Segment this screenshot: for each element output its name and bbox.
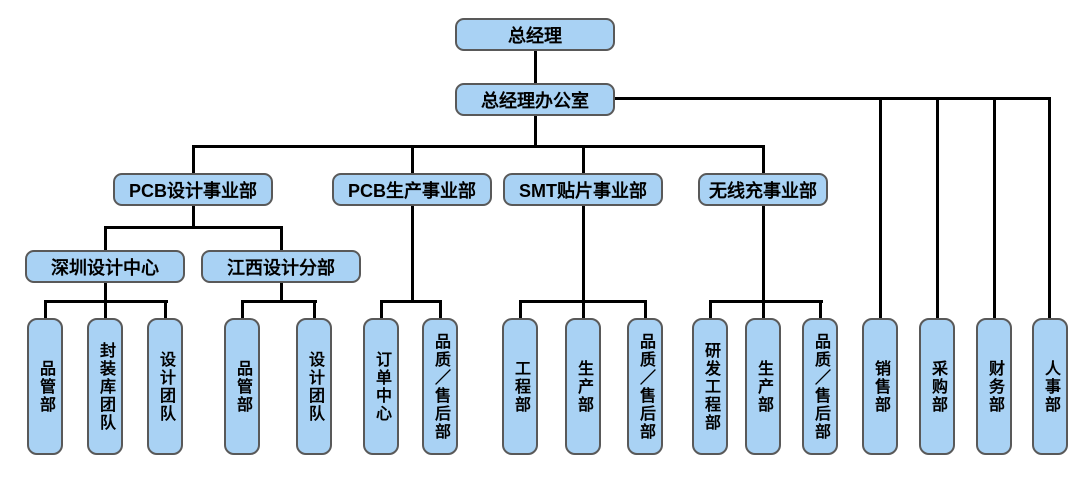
connector-line (104, 226, 283, 229)
node-label: 总经理办公室 (481, 90, 589, 111)
node-label: 销售部 (872, 359, 889, 414)
node-smt-quality-aftersales-dept: 品质／售后部 (627, 318, 663, 455)
node-pcb-production-division: PCB生产事业部 (332, 173, 492, 206)
node-label: 生产部 (575, 359, 592, 414)
connector-line (819, 300, 822, 320)
node-label: 无线充事业部 (709, 180, 817, 201)
node-finance-dept: 财务部 (976, 318, 1012, 455)
connector-line (879, 97, 882, 320)
node-jx-quality-dept: 品管部 (224, 318, 260, 455)
node-label: PCB生产事业部 (347, 180, 476, 201)
node-sz-design-team: 设计团队 (147, 318, 183, 455)
node-label: 采购部 (929, 359, 946, 414)
connector-line (192, 145, 765, 148)
node-label: 人事部 (1042, 359, 1059, 414)
node-wireless-production-dept: 生产部 (745, 318, 781, 455)
connector-line (519, 300, 647, 303)
connector-line (192, 145, 195, 173)
connector-line (709, 300, 712, 320)
connector-line (44, 300, 47, 320)
connector-line (644, 300, 647, 320)
node-smt-production-dept: 生产部 (565, 318, 601, 455)
connector-line (993, 97, 996, 320)
node-label: 设计团队 (306, 350, 323, 423)
connector-line (313, 300, 316, 320)
node-jiangxi-design-branch: 江西设计分部 (201, 250, 361, 283)
connector-line (439, 300, 442, 320)
node-order-center: 订单中心 (363, 318, 399, 455)
node-smt-division: SMT贴片事业部 (503, 173, 663, 206)
connector-line (241, 300, 317, 303)
node-purchasing-dept: 采购部 (919, 318, 955, 455)
node-label: SMT贴片事业部 (519, 180, 647, 201)
connector-line (1048, 97, 1051, 320)
connector-line (534, 116, 537, 147)
node-label: 工程部 (512, 359, 529, 414)
connector-line (380, 300, 383, 320)
node-gm-office: 总经理办公室 (455, 83, 615, 116)
connector-line (709, 300, 823, 303)
node-wireless-quality-aftersales-dept: 品质／售后部 (802, 318, 838, 455)
connector-line (582, 145, 585, 173)
node-wireless-rd-engineering-dept: 研发工程部 (692, 318, 728, 455)
node-label: 深圳设计中心 (51, 257, 159, 278)
node-pcbprod-quality-aftersales-dept: 品质／售后部 (422, 318, 458, 455)
connector-line (192, 206, 195, 228)
node-hr-dept: 人事部 (1032, 318, 1068, 455)
connector-line (762, 145, 765, 173)
connector-line (519, 300, 522, 320)
node-smt-engineering-dept: 工程部 (502, 318, 538, 455)
connector-line (534, 50, 537, 83)
connector-line (582, 206, 585, 320)
node-label: 江西设计分部 (227, 257, 335, 278)
node-label: 品管部 (234, 359, 251, 414)
connector-line (241, 300, 244, 320)
node-general-manager: 总经理 (455, 18, 615, 51)
node-label: 品管部 (37, 359, 54, 414)
connector-line (411, 145, 414, 173)
node-pcb-design-division: PCB设计事业部 (113, 173, 273, 206)
node-sales-dept: 销售部 (862, 318, 898, 455)
node-label: 品质／售后部 (812, 332, 829, 441)
connector-line (411, 206, 414, 302)
connector-line (164, 300, 167, 320)
node-label: 设计团队 (157, 350, 174, 423)
node-wireless-charging-division: 无线充事业部 (698, 173, 828, 206)
connector-line (280, 226, 283, 252)
node-label: PCB设计事业部 (128, 180, 257, 201)
connector-line (280, 283, 283, 302)
node-label: 品质／售后部 (637, 332, 654, 441)
node-label: 研发工程部 (702, 341, 719, 432)
node-shenzhen-design-center: 深圳设计中心 (25, 250, 185, 283)
connector-line (615, 97, 1051, 100)
node-label: 订单中心 (373, 350, 390, 423)
node-label: 财务部 (986, 359, 1003, 414)
connector-line (44, 300, 168, 303)
node-sz-quality-dept: 品管部 (27, 318, 63, 455)
node-label: 生产部 (755, 359, 772, 414)
connector-line (936, 97, 939, 320)
node-label: 品质／售后部 (432, 332, 449, 441)
node-sz-package-library-team: 封装库团队 (87, 318, 123, 455)
node-label: 封装库团队 (97, 341, 114, 432)
connector-line (380, 300, 442, 303)
node-label: 总经理 (508, 25, 562, 46)
node-jx-design-team: 设计团队 (296, 318, 332, 455)
connector-line (762, 206, 765, 320)
connector-line (104, 226, 107, 252)
